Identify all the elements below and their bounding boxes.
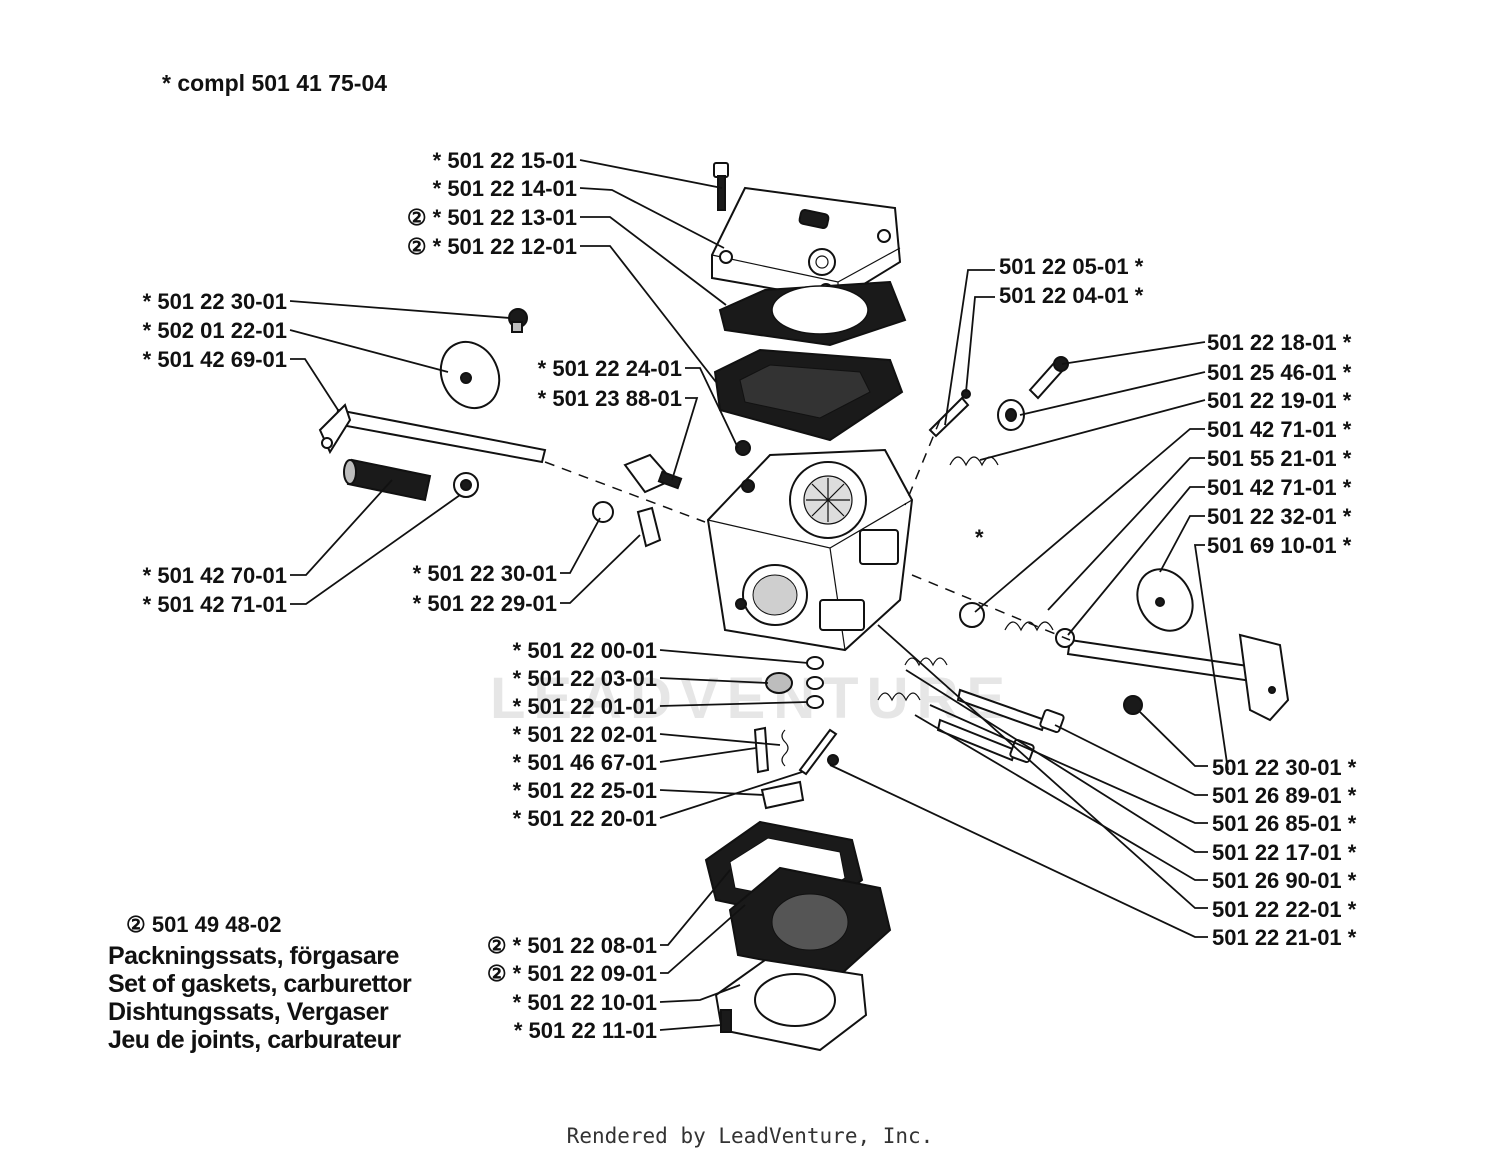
choke-spring-part <box>1004 621 1054 632</box>
gasket-kit-title-french: Jeu de joints, carburateur <box>108 1026 401 1054</box>
stray-asterisk: * <box>975 525 984 550</box>
filter-screen-part <box>765 672 793 694</box>
part-label: * 501 22 10-01 <box>513 990 657 1015</box>
inlet-needle-part <box>753 726 770 774</box>
bottom-cover-part <box>714 958 868 1052</box>
inlet-gasket-part <box>735 440 751 456</box>
part-label: * 501 22 03-01 <box>513 666 657 691</box>
complete-assembly-note: * compl 501 41 75-04 <box>162 70 388 96</box>
part-label: ② * 501 22 12-01 <box>407 234 577 259</box>
part-label: * 502 01 22-01 <box>143 318 287 343</box>
idle-screw-part <box>1028 356 1069 400</box>
part-label: 501 42 71-01 * <box>1207 475 1352 500</box>
part-label: ② * 501 22 08-01 <box>487 933 657 958</box>
top-cover-part <box>711 186 902 302</box>
washer-part <box>806 676 824 690</box>
shaft-roller-part <box>343 458 432 502</box>
part-label: * 501 42 71-01 <box>143 592 287 617</box>
part-label: 501 22 21-01 * <box>1212 925 1357 950</box>
part-label: * 501 22 30-01 <box>143 289 287 314</box>
top-screw-part <box>713 162 729 211</box>
bottom-screw-part <box>720 1009 732 1033</box>
part-label: * 501 22 25-01 <box>513 778 657 803</box>
part-label: 501 26 89-01 * <box>1212 783 1357 808</box>
part-label: 501 22 32-01 * <box>1207 504 1352 529</box>
lever-pin-part <box>760 780 805 810</box>
part-label: 501 22 05-01 * <box>999 254 1144 279</box>
part-label: * 501 22 29-01 <box>413 591 557 616</box>
left-part-labels: * 501 22 15-01 * 501 22 14-01 ② * 501 22… <box>143 148 682 1043</box>
part-label: 501 22 18-01 * <box>1207 330 1352 355</box>
part-label: * 501 22 11-01 <box>514 1018 657 1043</box>
part-label: * 501 22 30-01 <box>413 561 557 586</box>
gasket-kit-title-english: Set of gaskets, carburettor <box>108 970 412 998</box>
lever-screw-small-part <box>827 754 839 766</box>
part-label: * 501 22 20-01 <box>513 806 657 831</box>
lever-screw-part <box>592 501 662 548</box>
part-label: 501 26 90-01 * <box>1212 868 1357 893</box>
throttle-plate-part <box>439 340 501 410</box>
part-label: * 501 42 69-01 <box>143 347 287 372</box>
footer-credit: Rendered by LeadVenture, Inc. <box>566 1124 934 1148</box>
part-label: 501 22 22-01 * <box>1212 897 1357 922</box>
axis-line-needle <box>904 419 941 506</box>
part-label: 501 25 46-01 * <box>1207 360 1352 385</box>
spring-part <box>949 456 999 467</box>
part-label: * 501 22 24-01 <box>538 356 682 381</box>
control-lever-part <box>798 728 838 776</box>
part-label: 501 22 19-01 * <box>1207 388 1352 413</box>
carburetor-body-part <box>706 448 914 652</box>
part-label: * 501 23 88-01 <box>538 386 682 411</box>
part-label: * 501 22 15-01 <box>433 148 577 173</box>
part-label: * 501 42 70-01 <box>143 563 287 588</box>
gasket-kit-title-german: Dishtungssats, Vergaser <box>108 998 389 1026</box>
gasket-kit-title-swedish: Packningssats, förgasare <box>108 942 399 970</box>
choke-screw-part <box>1123 695 1143 715</box>
needle-screw-top-part <box>928 396 970 438</box>
throttle-shaft-part <box>318 403 547 464</box>
plate-screw-part <box>508 308 528 333</box>
part-label: * 501 22 02-01 <box>513 722 657 747</box>
fuel-inlet-fitting-part <box>623 453 683 494</box>
part-label: ② * 501 22 09-01 <box>487 961 657 986</box>
part-label: 501 26 85-01 * <box>1212 811 1357 836</box>
left-nut-hole <box>460 479 472 491</box>
part-label: ② * 501 22 13-01 <box>407 205 577 230</box>
gasket-kit-legend: ② 501 49 48-02 Packningssats, förgasare … <box>108 912 412 1054</box>
part-label: 501 22 30-01 * <box>1212 755 1357 780</box>
upper-diaphragm-part <box>718 280 907 347</box>
ring-part <box>806 695 824 709</box>
part-label: * 501 22 14-01 <box>433 176 577 201</box>
screen-part <box>806 656 824 670</box>
part-label: 501 42 71-01 * <box>1207 417 1352 442</box>
part-label: 501 22 04-01 * <box>999 283 1144 308</box>
upper-gasket-part <box>713 348 904 442</box>
axis-line-left <box>544 461 706 523</box>
axis-line-right <box>911 574 1071 641</box>
inlet-spring-part <box>781 729 789 767</box>
part-label: * 501 22 00-01 <box>513 638 657 663</box>
leader-lines <box>289 159 1229 1031</box>
bushing-part <box>997 399 1025 431</box>
part-label: 501 69 10-01 * <box>1207 533 1352 558</box>
choke-shaft-part <box>1066 633 1290 722</box>
gasket-kit-number: ② 501 49 48-02 <box>126 912 282 937</box>
lower-diaphragm-part <box>728 866 892 977</box>
part-label: 501 55 21-01 * <box>1207 446 1352 471</box>
low-speed-needle-part <box>877 692 1035 764</box>
choke-plate-part <box>1136 568 1194 632</box>
part-label: 501 22 17-01 * <box>1212 840 1357 865</box>
right-part-labels: 501 22 05-01 * 501 22 04-01 * 501 22 18-… <box>999 254 1357 950</box>
part-label: * 501 22 01-01 <box>513 694 657 719</box>
part-label: * 501 46 67-01 <box>513 750 657 775</box>
